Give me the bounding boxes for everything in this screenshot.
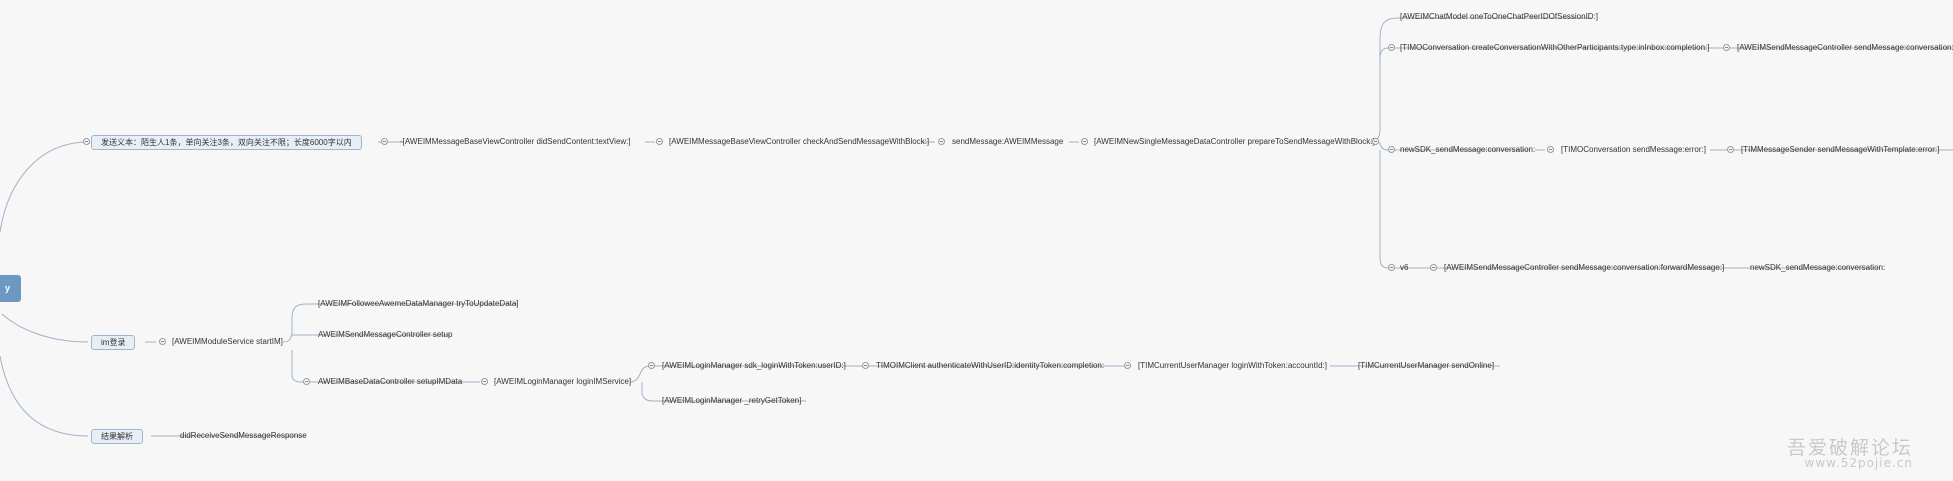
branch-send-text-label: 发送义本：陌生人1条，单向关注3条，双向关注不限；长度6000字以内 <box>101 138 352 147</box>
node-authenticate-with-user[interactable]: TIMOIMClient authenticateWithUserID:iden… <box>876 361 1105 370</box>
node-send-message-conversation[interactable]: [AWEIMSendMessageController sendMessage:… <box>1737 43 1953 52</box>
collapse-toggle-icon[interactable] <box>1124 362 1131 369</box>
node-message-sender-template[interactable]: [TIMMessageSender sendMessageWithTemplat… <box>1741 145 1940 154</box>
collapse-toggle-icon[interactable] <box>1727 146 1734 153</box>
node-retry-get-token[interactable]: [AWEIMLoginManager _retryGetToken] <box>662 396 802 405</box>
collapse-toggle-icon[interactable] <box>938 138 945 145</box>
branch-result-parse-label: 结果解析 <box>101 432 133 441</box>
collapse-toggle-icon[interactable] <box>303 378 310 385</box>
collapse-toggle-icon[interactable] <box>1723 44 1730 51</box>
node-sdk-login-with-token[interactable]: [AWEIMLoginManager sdk_loginWithToken:us… <box>662 361 846 370</box>
collapse-toggle-icon[interactable] <box>159 338 166 345</box>
collapse-toggle-icon[interactable] <box>1388 264 1395 271</box>
branch-im-login[interactable]: im登录 <box>91 335 136 350</box>
collapse-toggle-icon[interactable] <box>1430 264 1437 271</box>
watermark-title: 吾爱破解论坛 <box>1786 437 1913 459</box>
collapse-toggle-icon[interactable] <box>83 138 90 145</box>
collapse-toggle-icon[interactable] <box>1388 146 1395 153</box>
node-create-conversation[interactable]: [TIMOConversation createConversationWith… <box>1400 43 1710 52</box>
node-send-message-controller-setup[interactable]: AWEIMSendMessageController setup <box>318 330 453 339</box>
watermark-url: www.52pojie.cn <box>1804 456 1913 470</box>
collapse-toggle-icon[interactable] <box>648 362 655 369</box>
collapse-toggle-icon[interactable] <box>1372 138 1379 145</box>
node-send-message[interactable]: sendMessage:AWEIMMessage <box>952 137 1064 146</box>
root-label: y <box>4 283 10 293</box>
node-new-sdk-send-v6[interactable]: newSDK_sendMessage:conversation: <box>1750 263 1886 272</box>
node-login-im-service[interactable]: [AWEIMLoginManager loginIMService] <box>494 377 632 386</box>
node-start-im[interactable]: [AWEIMModuleService startIM] <box>172 337 283 346</box>
node-setup-im-data[interactable]: AWEIMBaseDataController setupIMData <box>318 377 463 386</box>
node-current-user-login[interactable]: [TIMCurrentUserManager loginWithToken:ac… <box>1138 361 1327 370</box>
collapse-toggle-icon[interactable] <box>862 362 869 369</box>
node-followee-data-manager[interactable]: [AWEIMFolloweeAwemeDataManager tryToUpda… <box>318 299 519 308</box>
node-did-send-content[interactable]: -[AWEIMMessageBaseViewController didSend… <box>400 137 631 146</box>
node-timo-send-message[interactable]: [TIMOConversation sendMessage:error:] <box>1561 145 1706 154</box>
collapse-toggle-icon[interactable] <box>656 138 663 145</box>
collapse-toggle-icon[interactable] <box>1388 44 1395 51</box>
collapse-toggle-icon[interactable] <box>1547 146 1554 153</box>
node-prepare-to-send[interactable]: [AWEIMNewSingleMessageDataController pre… <box>1094 137 1375 146</box>
collapse-toggle-icon[interactable] <box>381 138 388 145</box>
collapse-toggle-icon[interactable] <box>1081 138 1088 145</box>
node-new-sdk-send[interactable]: newSDK_sendMessage:conversation: <box>1400 145 1536 154</box>
branch-im-login-label: im登录 <box>101 338 126 347</box>
node-forward-message[interactable]: [AWEIMSendMessageController sendMessage:… <box>1444 263 1725 272</box>
node-v6[interactable]: v6 <box>1400 263 1409 272</box>
node-one-to-one-chat-peer[interactable]: [AWEIMChatModel oneToOneChatPeerIDOfSess… <box>1400 12 1599 21</box>
collapse-toggle-icon[interactable] <box>481 378 488 385</box>
branch-send-text[interactable]: 发送义本：陌生人1条，单向关注3条，双向关注不限；长度6000字以内 <box>91 135 362 150</box>
root-node[interactable]: y <box>0 275 21 302</box>
branch-result-parse[interactable]: 结果解析 <box>91 429 143 444</box>
node-check-and-send[interactable]: [AWEIMMessageBaseViewController checkAnd… <box>669 137 930 146</box>
node-current-user-send-online[interactable]: [TIMCurrentUserManager sendOnline] <box>1358 361 1495 370</box>
node-did-receive-response[interactable]: didReceiveSendMessageResponse <box>180 431 307 440</box>
